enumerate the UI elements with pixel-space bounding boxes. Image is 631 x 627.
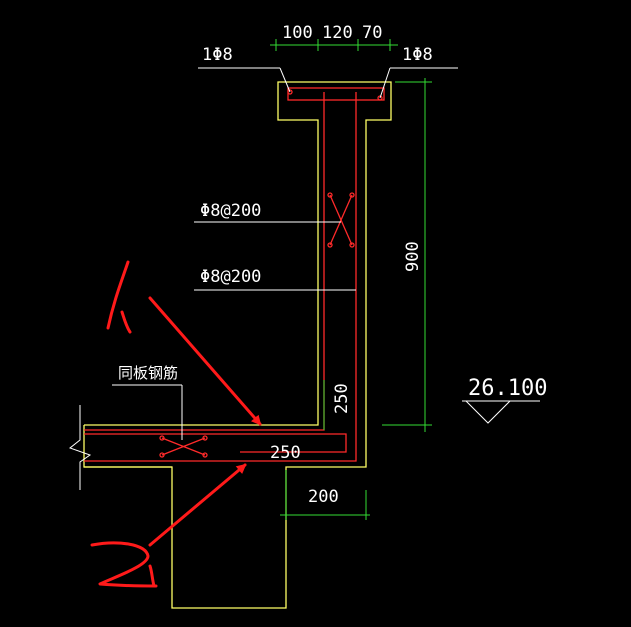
label-elevation: 26.100 xyxy=(468,376,547,401)
rebar-dot-right xyxy=(377,95,383,101)
label-1phi8-left: 1Φ8 xyxy=(202,45,233,65)
markup-arrow-2 xyxy=(148,463,247,547)
cap-rebar-loop xyxy=(287,87,385,101)
stirrup-cross-2 xyxy=(329,194,353,246)
dimension-lines xyxy=(270,39,432,520)
markup-arrow-1 xyxy=(148,296,262,426)
outer-vertical-bar xyxy=(84,92,357,462)
rebar-dot-2 xyxy=(349,192,355,198)
markup-mark-1 xyxy=(106,260,132,334)
dim-inner-horizontal-250: 250 xyxy=(270,443,301,463)
dim-top-100: 100 xyxy=(282,23,313,43)
dim-height-900: 900 xyxy=(403,241,423,272)
slab-top-bar xyxy=(84,433,347,453)
elevation-triangle xyxy=(465,400,511,424)
slab-cross-2 xyxy=(161,437,206,456)
rebar-dot-4 xyxy=(349,242,355,248)
dim-bottom-200: 200 xyxy=(308,487,339,507)
rebar-dot-7 xyxy=(159,452,165,458)
leader-1phi8-right-diag xyxy=(379,67,391,99)
label-stirrup-lower: Φ8@200 xyxy=(200,267,261,287)
label-stirrup-upper: Φ8@200 xyxy=(200,201,261,221)
rebar-dot-1 xyxy=(327,192,333,198)
rebar-dot-8 xyxy=(202,452,208,458)
dim-inner-vertical-250: 250 xyxy=(332,383,352,414)
concrete-outline xyxy=(83,81,392,609)
leader-lines xyxy=(112,67,540,440)
text-labels: 1Φ8 1Φ8 100 120 70 Φ8@200 Φ8@200 900 同板钢… xyxy=(118,23,547,507)
markup-mark-2 xyxy=(90,541,158,588)
dim-top-70: 70 xyxy=(362,23,382,43)
markup-annotations xyxy=(90,260,262,588)
rebar-dot-5 xyxy=(159,435,165,441)
parapet-outline xyxy=(83,81,392,609)
label-1phi8-right: 1Φ8 xyxy=(402,45,433,65)
label-slab-rebar: 同板钢筋 xyxy=(118,364,178,382)
break-line-symbol xyxy=(68,405,92,490)
rebar-dot-3 xyxy=(327,242,333,248)
rebar-dot-6 xyxy=(202,435,208,441)
leader-1phi8-left-diag xyxy=(279,67,291,93)
dim-top-120: 120 xyxy=(322,23,353,43)
rebar-dot-left xyxy=(287,89,293,95)
